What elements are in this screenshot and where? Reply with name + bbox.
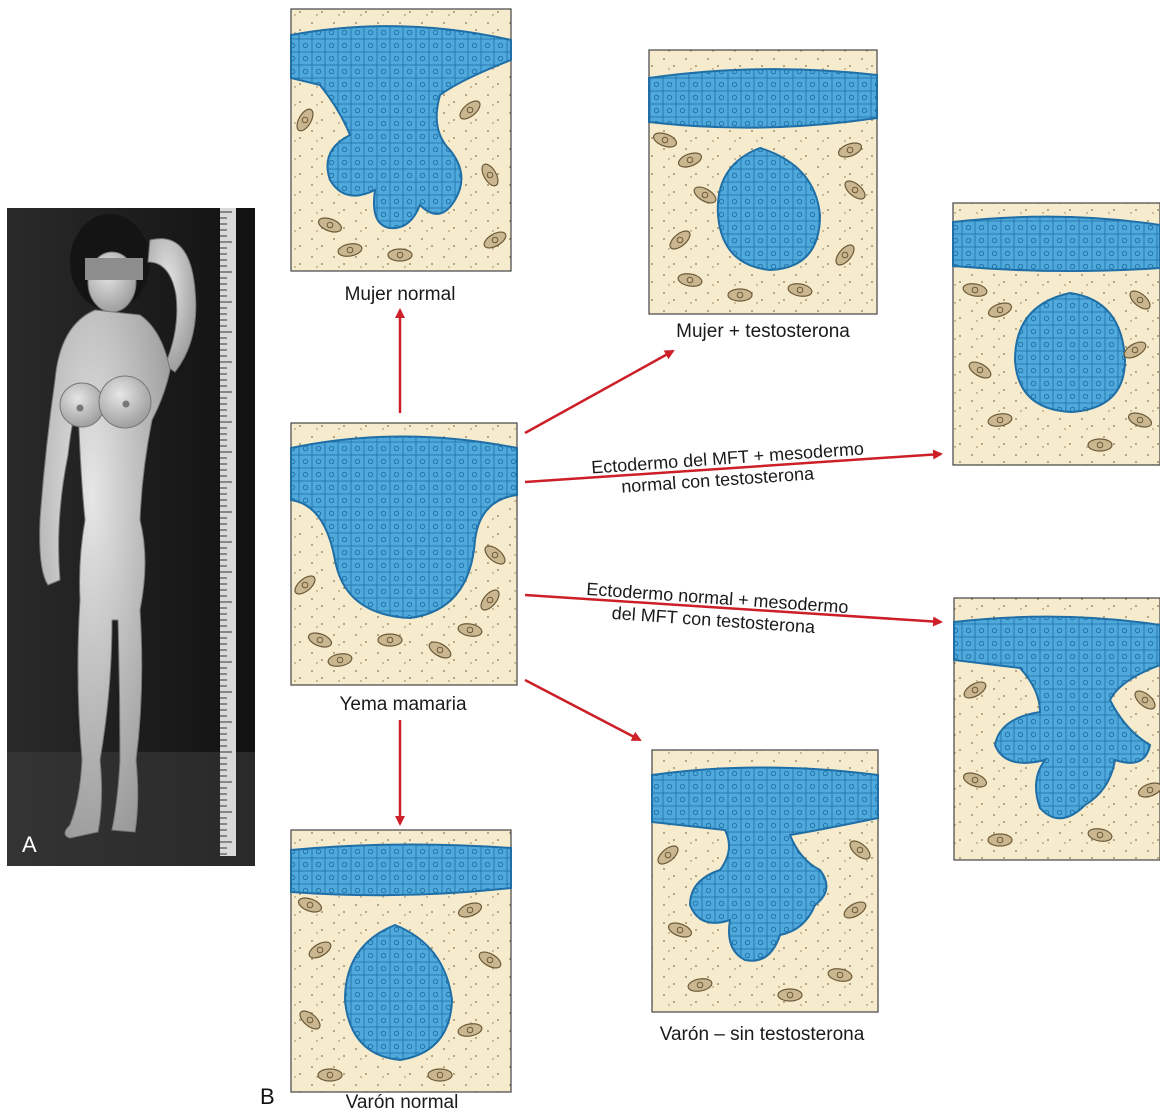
mesenchyme-cell — [778, 989, 802, 1001]
mesenchyme-cell — [988, 834, 1012, 846]
label-varon-sin-testosterona: Varón – sin testosterona — [660, 1024, 865, 1046]
arrow-label-ecto-normal: Ectodermo normal + mesodermo del MFT con… — [586, 579, 849, 637]
panel-letter-a: A — [22, 832, 37, 857]
panel-ecto-normal — [954, 598, 1160, 860]
face-blur-bar — [85, 258, 143, 280]
panel-letter-b: B — [260, 1084, 275, 1110]
mesenchyme-cell — [428, 1069, 452, 1081]
label-varon-normal: Varón normal — [346, 1092, 459, 1114]
arrow-to-varon-sin-testosterona — [525, 680, 640, 740]
panel-ecto-mft — [953, 203, 1160, 465]
panel-mujer-normal — [291, 9, 511, 271]
label-mujer-normal: Mujer normal — [345, 284, 456, 306]
arrow-to-mujer-testosterona — [525, 351, 673, 433]
panel-varon-normal — [291, 830, 511, 1092]
label-mujer-testosterona: Mujer + testosterona — [676, 321, 850, 343]
mesenchyme-cell — [318, 1069, 342, 1081]
mesenchyme-cell — [388, 249, 412, 261]
label-yema-mamaria: Yema mamaria — [339, 694, 466, 716]
arrow-label-ecto-mft: Ectodermo del MFT + mesodermo normal con… — [591, 439, 865, 497]
mesenchyme-cell — [728, 289, 752, 301]
photo-panel-a: A — [7, 208, 255, 866]
measuring-ruler — [220, 208, 236, 856]
mesenchyme-cell — [378, 634, 402, 646]
mesenchyme-cell — [1088, 439, 1112, 451]
